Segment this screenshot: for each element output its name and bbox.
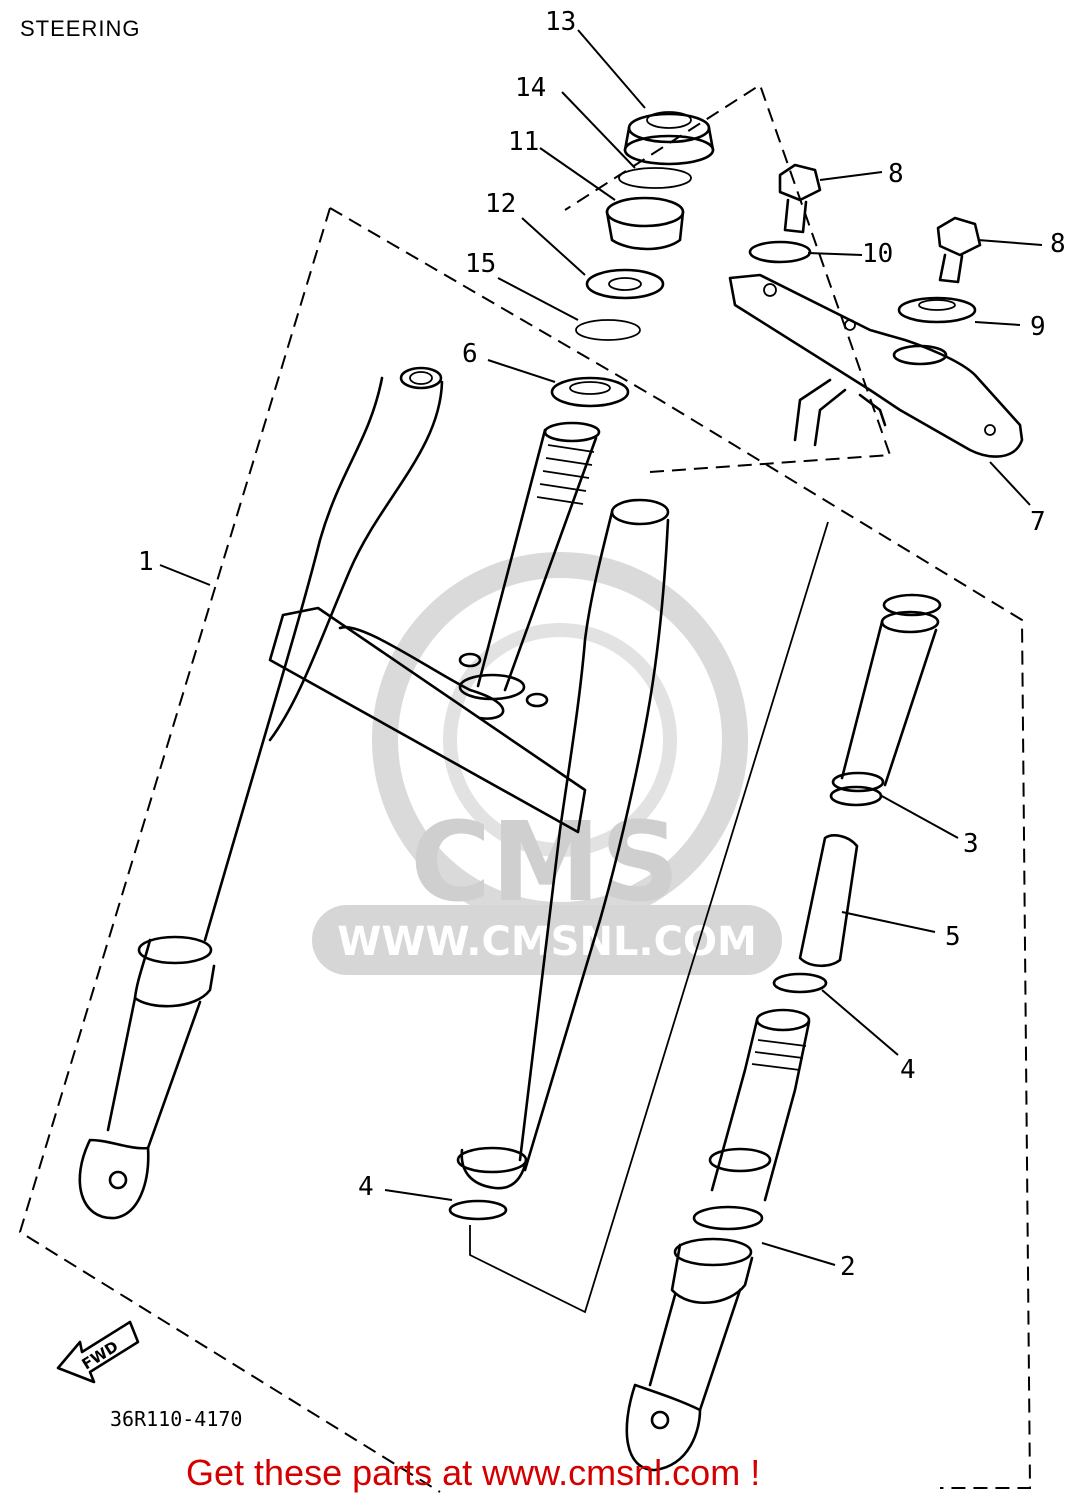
callout-13: 13 (545, 7, 576, 37)
callout-3: 3 (963, 829, 979, 859)
watermark-brand: CMS (410, 798, 679, 926)
callout-4-left: 4 (358, 1172, 374, 1202)
callout-8-right: 8 (1050, 229, 1066, 259)
callout-14: 14 (515, 73, 546, 103)
callout-5: 5 (945, 922, 961, 952)
callout-1: 1 (138, 547, 154, 577)
footer-link[interactable]: Get these parts at www.cmsnl.com ! (186, 1452, 761, 1493)
callout-2: 2 (840, 1252, 856, 1282)
callout-9: 9 (1030, 312, 1046, 342)
bolts-and-washers (748, 163, 982, 324)
callout-7: 7 (1030, 507, 1046, 537)
fwd-arrow: FWD (56, 1320, 140, 1384)
leader-lines (159, 29, 1043, 1266)
part-7-bracket (728, 273, 1024, 458)
callout-6: 6 (462, 339, 478, 369)
callout-12: 12 (485, 189, 516, 219)
diagram-code: 36R110-4170 (110, 1407, 242, 1431)
callout-4-right: 4 (900, 1055, 916, 1085)
bearing-stack (550, 111, 715, 408)
watermark: CMS WWW.CMSNL.COM (312, 552, 782, 975)
page-title: STEERING (20, 16, 141, 41)
callout-10: 10 (862, 239, 893, 269)
callout-labels: 13 14 11 12 15 6 1 8 8 10 9 7 3 5 4 4 2 (138, 7, 1066, 1282)
fwd-label: FWD (79, 1337, 122, 1373)
callout-15: 15 (465, 249, 496, 279)
callout-8-top: 8 (888, 159, 904, 189)
callout-11: 11 (508, 127, 539, 157)
part-1-fork-assembly (78, 366, 670, 1220)
dashed-frames (18, 83, 1032, 1493)
fork-internals (448, 593, 942, 1472)
